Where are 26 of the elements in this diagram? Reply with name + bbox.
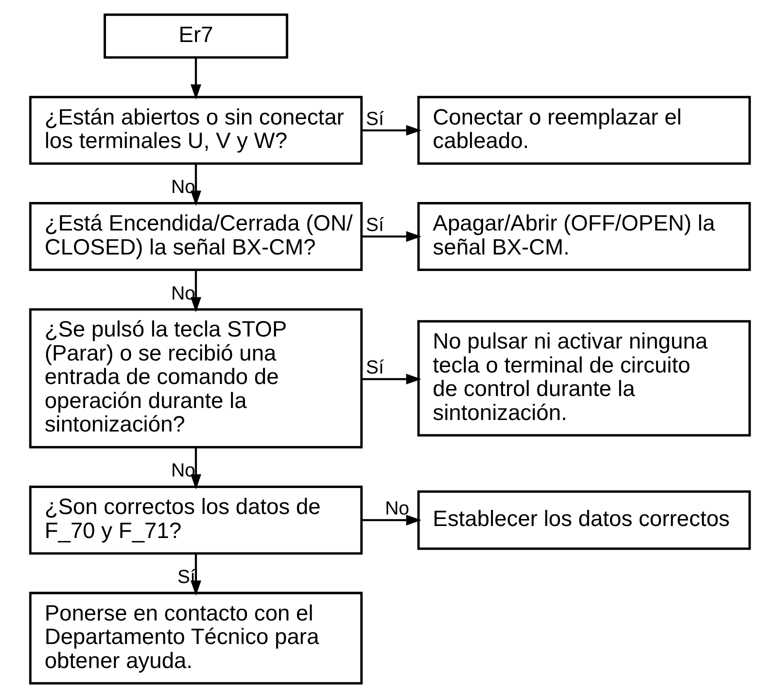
edge-label: No	[171, 177, 196, 198]
arrow	[190, 270, 202, 312]
arrow	[190, 164, 202, 206]
node-box: Conectar o reemplazar el cableado.	[417, 96, 751, 165]
edge-label: Sí	[366, 358, 384, 379]
node-box: Ponerse en contacto con el Departamento Técnico para obtener ayuda.	[29, 592, 363, 684]
node-box: Er7	[104, 14, 288, 59]
node-box: Apagar/Abrir (OFF/OPEN) la señal BX-CM.	[417, 202, 751, 271]
edge-label: No	[384, 498, 410, 520]
arrow	[362, 125, 422, 136]
node-box: Establecer los datos correctos	[417, 490, 751, 550]
arrow	[190, 57, 202, 100]
edge-label: Sí	[366, 215, 384, 236]
node-box: ¿Se pulsó la tecla STOP (Parar) o se recibió una entrada de comando de operación durante la sintonización?	[29, 308, 363, 448]
edge-label: Sí	[366, 108, 384, 130]
node-box: ¿Son correctos los datos de F_70 y F_71?	[29, 486, 363, 555]
arrow	[362, 231, 422, 242]
node-box: ¿Está Encendida/Cerrada (ON/ CLOSED) la señal BX-CM?	[29, 202, 363, 271]
arrow	[362, 514, 422, 526]
edge-label: No	[171, 460, 196, 482]
node-box: No pulsar ni activar ninguna tecla o terminal de circuito de control durante la sintonización.	[417, 320, 751, 437]
edge-label: No	[171, 283, 196, 304]
arrow	[362, 374, 422, 384]
node-box: ¿Están abiertos o sin conectar los terminales U, V y W?	[29, 96, 363, 165]
arrow	[190, 554, 202, 596]
arrow	[190, 448, 202, 490]
